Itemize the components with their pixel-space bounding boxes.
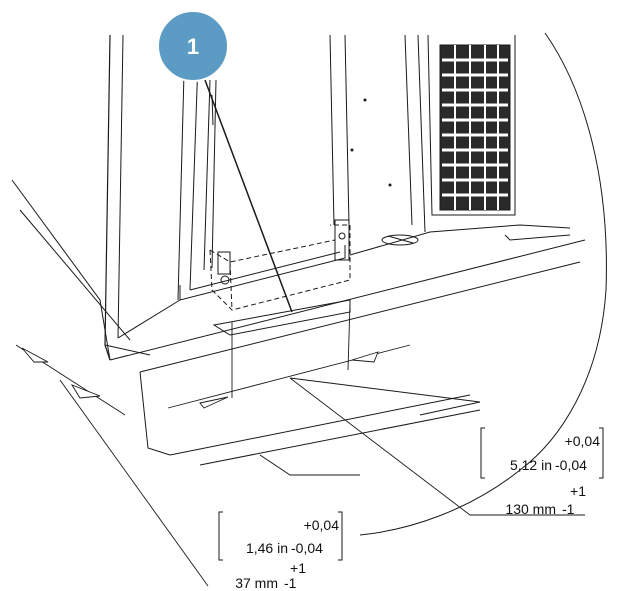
- mounting-bracket: [209, 219, 351, 311]
- dim2-tolerance-mm-minus: -1: [284, 575, 297, 591]
- dim2-nominal-in: 1,46 in: [246, 540, 288, 556]
- floor-base: [11, 179, 586, 476]
- dim1-tolerance-in-plus: +0,04: [565, 433, 601, 449]
- dim1-nominal-mm: 130 mm: [505, 501, 556, 517]
- dim1-tolerance-mm-minus: -1: [562, 501, 575, 517]
- callout-number: 1: [187, 34, 199, 59]
- dimension-37mm-lines: [15, 344, 209, 587]
- dimension-130mm-lines: [167, 302, 585, 516]
- cabinet-body: [104, 34, 571, 361]
- callout-leader-line: [204, 79, 293, 313]
- dim2-nominal-mm: 37 mm: [235, 575, 278, 591]
- ventilation-grille: [427, 34, 516, 216]
- dim2-tolerance-in-minus: -0,04: [291, 540, 323, 556]
- detail-circle-outline-lower: [359, 469, 521, 536]
- dim2-tolerance-mm-plus: +1: [290, 560, 306, 576]
- bracket-right: [599, 427, 604, 479]
- base-slot: [212, 299, 351, 336]
- bracket-right: [338, 511, 343, 561]
- callout-marker-1: 1: [157, 10, 229, 82]
- dimension-label-130mm: +0,04 5,12 in -0,04 +1 130 mm -1: [480, 427, 604, 517]
- dimension-label-37mm: +0,04 1,46 in -0,04 +1 37 mm -1: [218, 511, 343, 591]
- detail-circle-outline: [519, 32, 607, 471]
- dim1-tolerance-mm-plus: +1: [570, 483, 586, 499]
- dim1-nominal-in: 5,12 in: [510, 457, 552, 473]
- dim1-tolerance-in-minus: -0,04: [555, 457, 587, 473]
- dim2-tolerance-in-plus: +0,04: [304, 517, 340, 533]
- bracket-left: [218, 511, 223, 561]
- bracket-left: [480, 427, 485, 479]
